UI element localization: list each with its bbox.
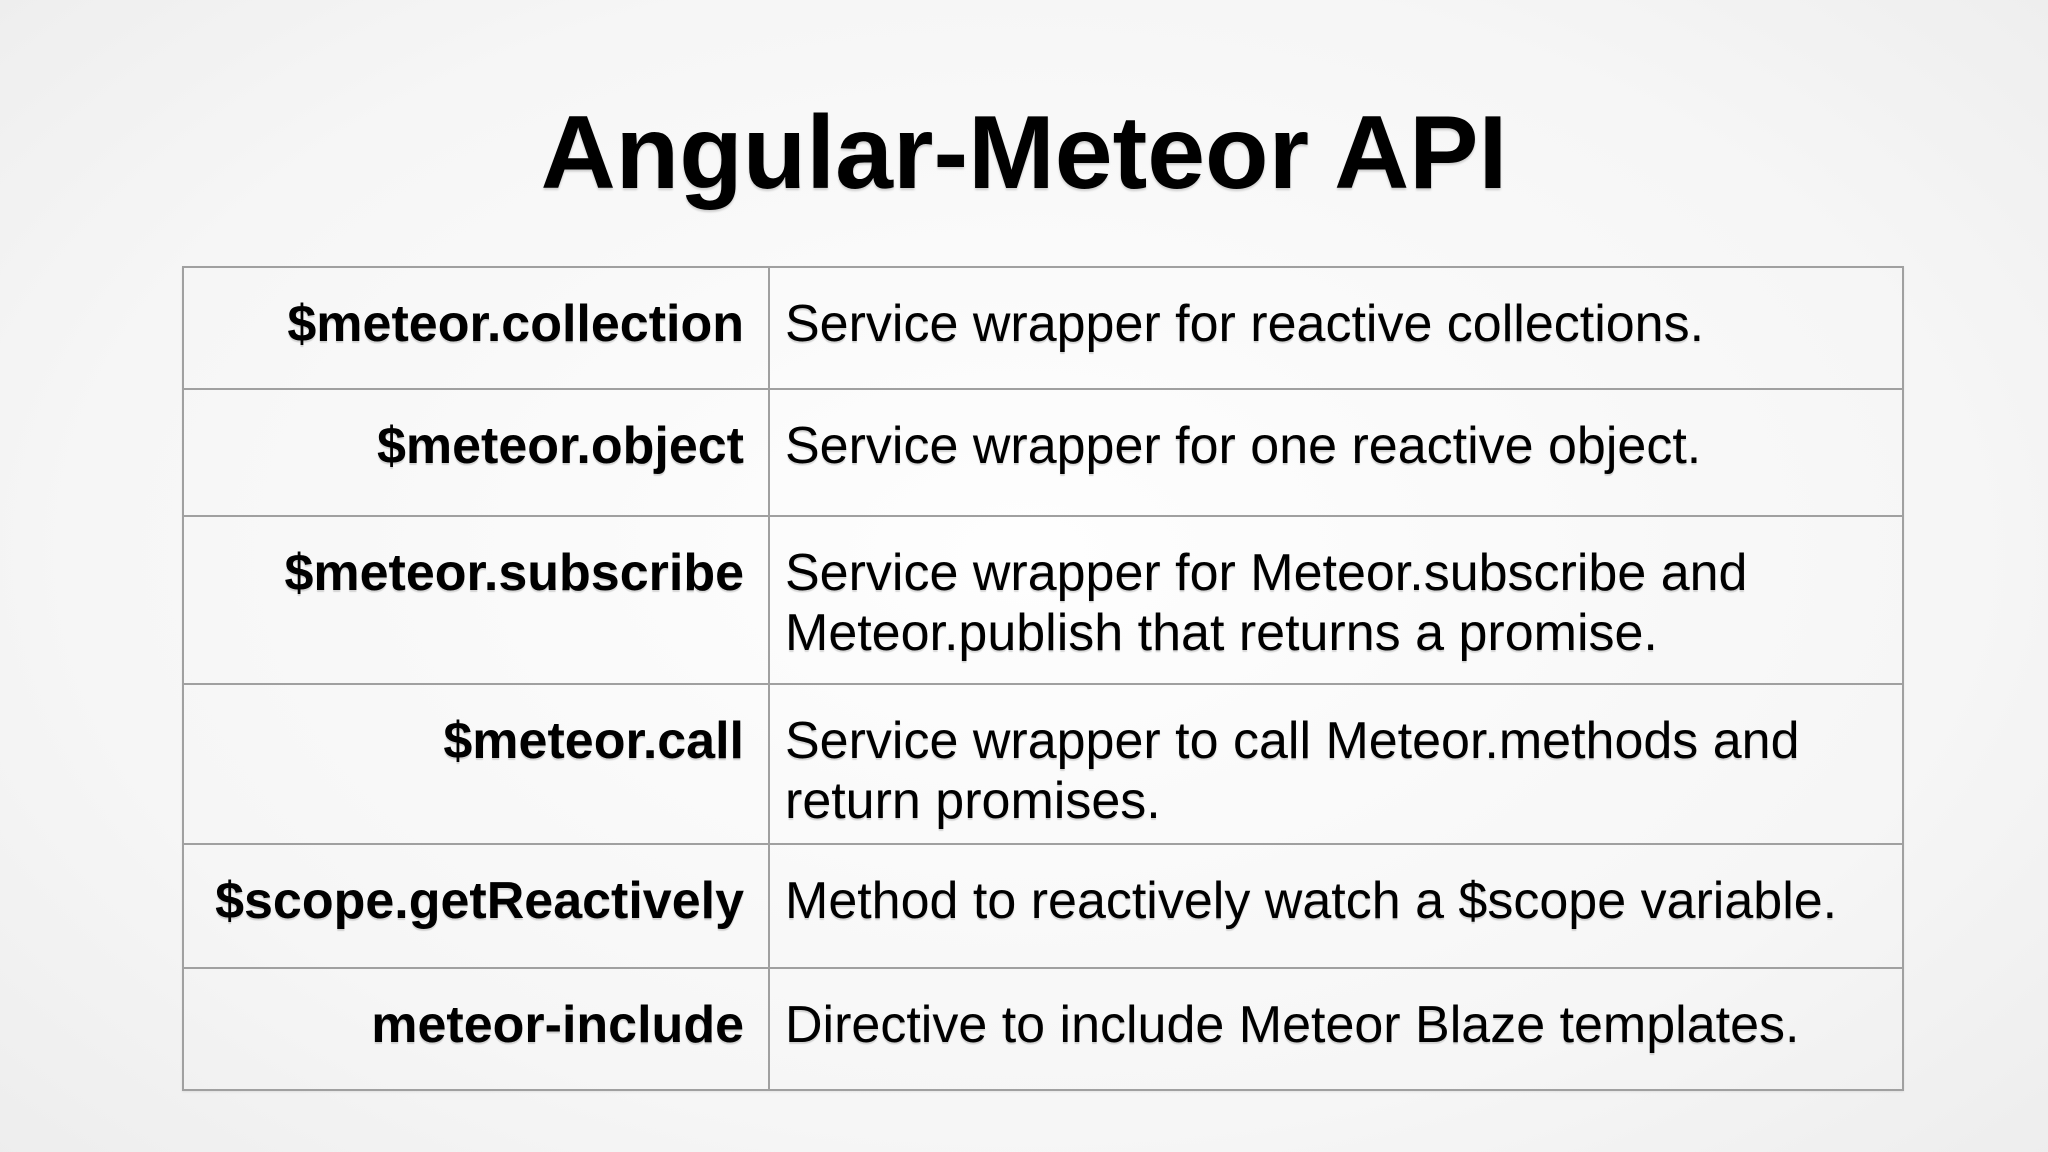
api-description-cell: Directive to include Meteor Blaze templa…: [785, 996, 1800, 1054]
table-row: $meteor.object Service wrapper for one r…: [184, 390, 1902, 517]
table-row: $meteor.collection Service wrapper for r…: [184, 268, 1902, 390]
api-description-cell: Service wrapper for Meteor.subscribe and…: [785, 544, 1748, 662]
table-row: $scope.getReactively Method to reactivel…: [184, 845, 1902, 969]
api-description-cell: Method to reactively watch a $scope vari…: [785, 872, 1838, 930]
table-row: $meteor.subscribe Service wrapper for Me…: [184, 517, 1902, 685]
api-name-cell: $meteor.call: [184, 685, 770, 843]
api-table: $meteor.collection Service wrapper for r…: [182, 266, 1904, 1091]
table-row: meteor-include Directive to include Mete…: [184, 969, 1902, 1089]
api-name-cell: $meteor.subscribe: [184, 517, 770, 683]
table-row: $meteor.call Service wrapper to call Met…: [184, 685, 1902, 845]
api-name-cell: $scope.getReactively: [184, 845, 770, 967]
api-description-cell: Service wrapper for reactive collections…: [785, 295, 1705, 353]
api-name-cell: meteor-include: [184, 969, 770, 1089]
slide-title: Angular-Meteor API: [540, 95, 1508, 211]
api-name-cell: $meteor.collection: [184, 268, 770, 388]
api-description-cell: Service wrapper for one reactive object.: [785, 417, 1702, 475]
api-description-cell: Service wrapper to call Meteor.methods a…: [785, 712, 1800, 830]
api-name-cell: $meteor.object: [184, 390, 770, 515]
